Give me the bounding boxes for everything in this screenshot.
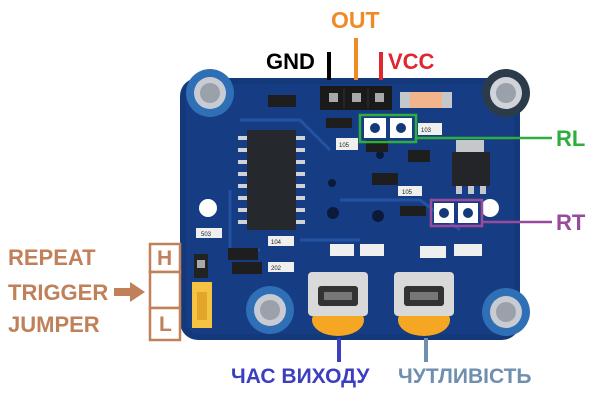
rl-highlight-box [358,113,418,144]
time-leader-line [337,338,341,362]
trigger-arrow [114,282,145,302]
ic-chip [238,130,305,230]
repeat-label: REPEAT [8,245,96,270]
vcc-label: VCC [388,49,435,74]
rt-highlight-box [429,198,484,228]
rl-label: RL [556,126,586,151]
sensitivity-leader-line [424,338,428,362]
time-label: ЧАС ВИХОДУ [231,365,370,388]
capacitor-top-left [186,69,234,117]
gnd-label: GND [266,49,315,74]
out-label: OUT [331,7,380,33]
mark-c6: 105 [402,190,413,196]
pin-header [320,86,392,110]
mark-c1: 105 [339,143,350,149]
trigger-jumper [192,254,212,328]
capacitor-bottom-right [482,288,530,336]
time-potentiometer [308,272,368,336]
gnd-pin-marker [327,52,331,80]
mounting-holes [199,151,499,222]
mark-c4: 104 [271,240,282,246]
trigger-label: TRIGGER [8,280,109,305]
out-pin-marker [354,38,358,80]
mark-c2: 103 [421,128,432,134]
vcc-pin-marker [379,52,383,80]
voltage-regulator [452,140,490,194]
board-markings: 105 103 503 104 202 105 [201,128,432,272]
mark-c5: 202 [271,266,282,272]
rl-pads [364,118,412,138]
rt-pads [434,203,478,223]
jumper-h-label: H [157,247,173,270]
jumper-label: JUMPER [8,312,100,337]
mark-c3: 503 [201,232,212,238]
capacitor-bottom-left [246,286,294,334]
sensitivity-potentiometer [394,272,454,336]
sensitivity-label: ЧУТЛИВІСТЬ [398,365,532,388]
rt-label: RT [556,210,586,235]
jumper-mode-table [148,242,182,342]
smd-components [196,92,482,274]
jumper-l-label: L [159,313,172,336]
capacitor-top-right [482,69,530,117]
